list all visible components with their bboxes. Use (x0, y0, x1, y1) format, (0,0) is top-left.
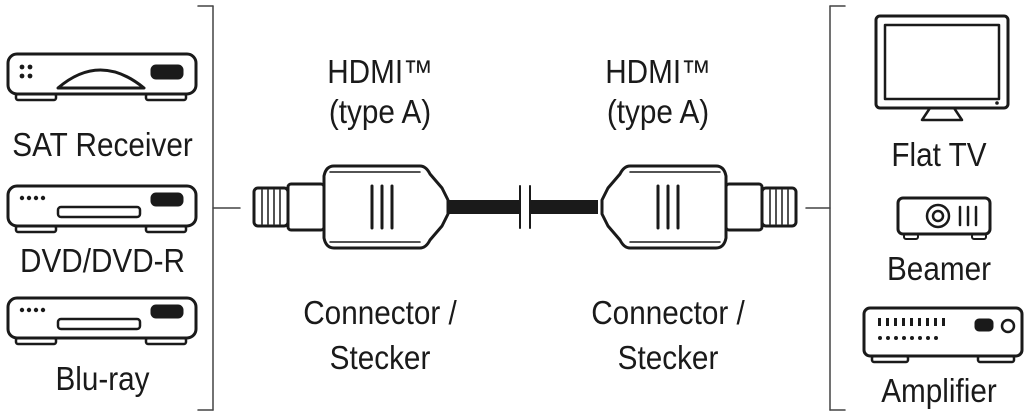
flat-tv-label: Flat TV (891, 136, 987, 173)
connector-left-caption-line1: Connector / (303, 294, 457, 331)
connector-right-caption-line2: Stecker (617, 339, 719, 376)
connector-left-type-line1: HDMI™ (327, 53, 433, 90)
bluray-player-icon (6, 296, 198, 346)
dvd-label: DVD/DVD-R (19, 242, 186, 279)
hdmi-connector-right (600, 164, 798, 250)
hdmi-cable (448, 185, 598, 229)
sat-receiver-icon (6, 52, 198, 102)
connector-right-type-line1: HDMI™ (605, 53, 711, 90)
connector-left-type-line2: (type A) (328, 93, 432, 130)
amplifier-icon (862, 306, 1024, 364)
sat-receiver-label: SAT Receiver (12, 126, 193, 163)
right-bracket (805, 5, 846, 411)
amplifier-label: Amplifier (881, 372, 997, 409)
hdmi-connector-left (252, 164, 450, 250)
connector-right-caption-line1: Connector / (591, 294, 745, 331)
dvd-player-icon (6, 184, 198, 234)
bluray-label: Blu-ray (55, 360, 150, 397)
connector-left-caption-line2: Stecker (329, 339, 431, 376)
beamer-icon (896, 196, 992, 240)
left-bracket (197, 5, 241, 411)
beamer-label: Beamer (886, 250, 992, 287)
connector-right-type-line2: (type A) (606, 93, 710, 130)
flat-tv-icon (874, 14, 1010, 122)
